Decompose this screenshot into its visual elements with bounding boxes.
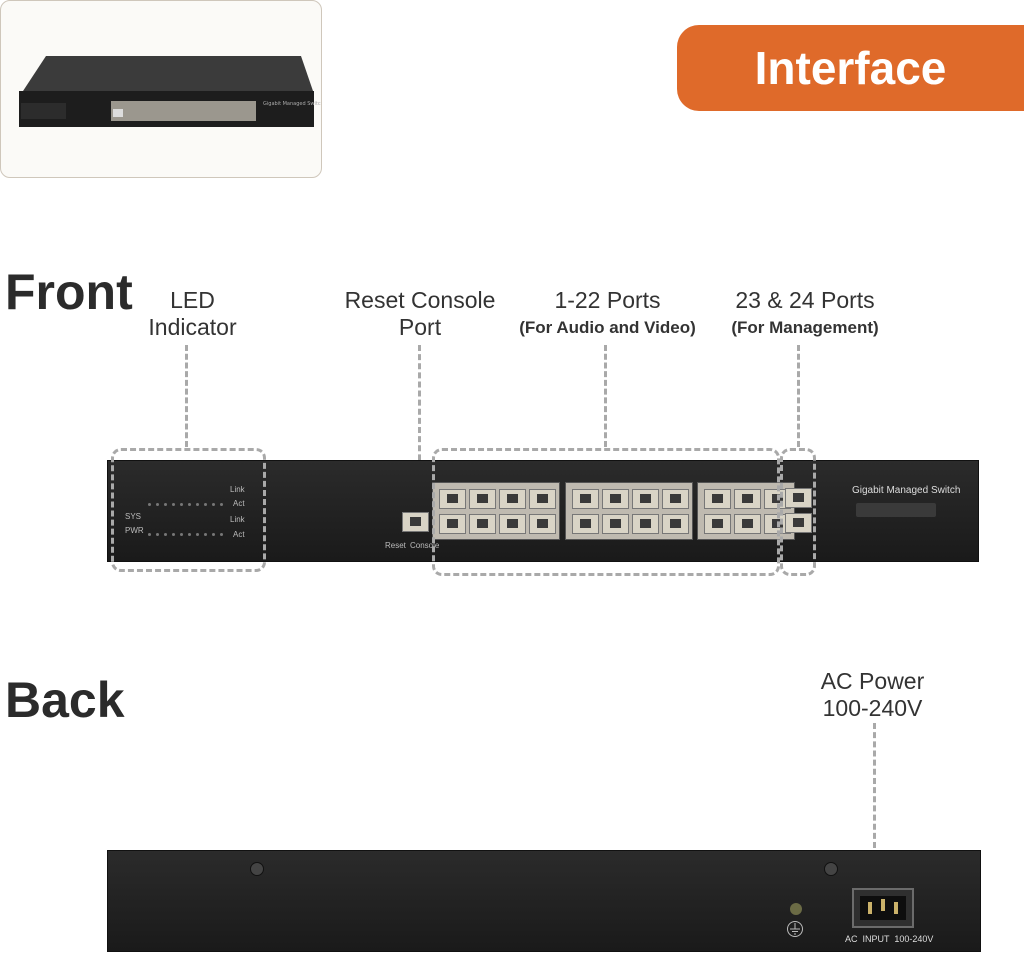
ethernet-port[interactable] <box>602 514 629 534</box>
svg-text:Gigabit Managed Switch: Gigabit Managed Switch <box>263 101 322 107</box>
product-thumbnail: Gigabit Managed Switch <box>0 0 322 178</box>
led-light <box>220 533 223 536</box>
led-light <box>220 503 223 506</box>
led-indicator-label: LED Indicator <box>120 287 265 341</box>
led-light <box>196 533 199 536</box>
power-pin <box>894 902 898 914</box>
ports-1-22-leader-line <box>604 345 607 447</box>
ports-23-24-leader-line <box>797 345 800 447</box>
led-light <box>148 533 151 536</box>
ground-icon <box>787 921 803 937</box>
front-heading: Front <box>5 264 133 320</box>
led-light <box>156 533 159 536</box>
reset-label-line2: Port <box>398 314 442 340</box>
ports-23-24-highlight-box <box>780 448 816 576</box>
ground-screw <box>790 903 802 915</box>
led-light <box>180 533 183 536</box>
ports-1-22-line2: (For Audio and Video) <box>519 318 696 337</box>
led-light <box>204 533 207 536</box>
ethernet-port[interactable] <box>529 514 556 534</box>
led-light <box>172 503 175 506</box>
pwr-text: PWR <box>125 526 144 535</box>
led-light <box>164 533 167 536</box>
console-port[interactable] <box>402 512 429 532</box>
ports-1-22-label: 1-22 Ports (For Audio and Video) <box>505 287 710 341</box>
led-light <box>212 503 215 506</box>
reset-console-label: Reset Console Port <box>335 287 505 341</box>
reset-leader-line <box>418 345 421 515</box>
ethernet-port[interactable] <box>632 489 659 509</box>
led-light <box>164 503 167 506</box>
brand-logo <box>856 503 936 517</box>
ports-1-22-line1: 1-22 Ports <box>554 287 661 313</box>
ac-power-line1: AC Power <box>820 668 925 694</box>
ethernet-port[interactable] <box>439 489 466 509</box>
ethernet-port[interactable] <box>439 514 466 534</box>
back-heading: Back <box>5 672 125 728</box>
console-text: Console <box>410 541 440 550</box>
led-light <box>196 503 199 506</box>
reset-text: Reset <box>385 541 406 550</box>
ethernet-port-23[interactable] <box>785 488 812 508</box>
led-highlight-box <box>111 448 266 572</box>
reset-label-line1: Reset Console <box>344 287 496 313</box>
ports-23-24-line2: (For Management) <box>731 318 879 337</box>
ethernet-port[interactable] <box>602 489 629 509</box>
led-light <box>156 503 159 506</box>
led-light <box>212 533 215 536</box>
power-inlet-icon[interactable] <box>852 888 914 928</box>
screw-right <box>824 862 838 876</box>
ethernet-port[interactable] <box>499 514 526 534</box>
ports-23-24-line1: 23 & 24 Ports <box>735 287 875 313</box>
led-label-line1: LED <box>170 287 215 313</box>
ethernet-port[interactable] <box>632 514 659 534</box>
screw-left <box>250 862 264 876</box>
ethernet-port[interactable] <box>469 489 496 509</box>
ac-power-label: AC Power 100-240V <box>805 668 940 722</box>
led-leader-line <box>185 345 188 447</box>
led-label-line2: Indicator <box>148 314 237 340</box>
ethernet-port[interactable] <box>704 489 731 509</box>
ethernet-port[interactable] <box>499 489 526 509</box>
switch-thumbnail-image: Gigabit Managed Switch <box>19 56 322 127</box>
ethernet-port[interactable] <box>734 514 761 534</box>
led-light <box>188 533 191 536</box>
ethernet-port[interactable] <box>572 489 599 509</box>
led-light <box>172 533 175 536</box>
ac-power-leader-line <box>873 723 876 903</box>
port-group-1 <box>432 482 560 540</box>
act-text-1: Act <box>233 499 245 508</box>
power-pin <box>868 902 872 914</box>
link-text-1: Link <box>230 485 245 494</box>
led-light <box>204 503 207 506</box>
ethernet-port-24[interactable] <box>785 513 812 533</box>
led-light <box>148 503 151 506</box>
led-indicator-area: Link Act SYS Link PWR Act <box>125 485 255 545</box>
ports-23-24-label: 23 & 24 Ports (For Management) <box>720 287 890 341</box>
ethernet-port[interactable] <box>734 489 761 509</box>
ac-input-text: AC INPUT 100-240V <box>845 934 934 944</box>
interface-banner: Interface <box>677 25 1024 111</box>
ethernet-port[interactable] <box>529 489 556 509</box>
ethernet-port[interactable] <box>469 514 496 534</box>
ethernet-port[interactable] <box>704 514 731 534</box>
link-text-2: Link <box>230 515 245 524</box>
ports-1-22-highlight-box <box>432 448 780 576</box>
model-text: Gigabit Managed Switch <box>852 485 961 496</box>
banner-title: Interface <box>754 42 947 94</box>
ethernet-port[interactable] <box>662 489 689 509</box>
ethernet-port[interactable] <box>662 514 689 534</box>
act-text-2: Act <box>233 530 245 539</box>
sys-text: SYS <box>125 512 142 521</box>
ac-power-line2: 100-240V <box>822 695 923 721</box>
led-light <box>188 503 191 506</box>
power-pin <box>881 899 885 911</box>
port-group-2 <box>565 482 693 540</box>
ethernet-port[interactable] <box>572 514 599 534</box>
led-light <box>180 503 183 506</box>
